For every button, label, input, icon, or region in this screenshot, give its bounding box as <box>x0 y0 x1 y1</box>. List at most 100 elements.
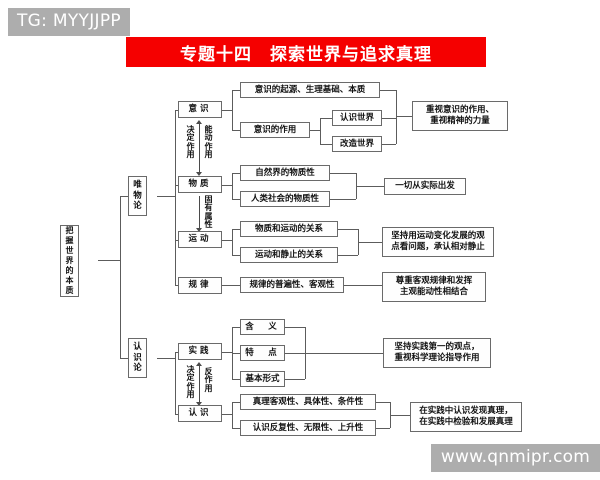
connector <box>157 196 175 197</box>
connector <box>338 255 358 256</box>
node-materialism[interactable]: 唯 物 论 <box>128 176 147 216</box>
connector <box>232 353 240 354</box>
node-epistemology[interactable]: 认 识 论 <box>128 338 147 378</box>
conclusion-motion[interactable]: 坚持用运动变化发展的观 点看问题，承认相对静止 <box>382 227 494 257</box>
connector <box>376 402 390 403</box>
relation-arrow-head <box>196 172 202 176</box>
connector <box>222 110 232 111</box>
connector <box>232 379 240 380</box>
relation-arrow-head <box>196 120 202 124</box>
connector <box>320 144 332 145</box>
connector <box>382 144 396 145</box>
connector <box>222 285 240 286</box>
relation-arrow-head <box>196 402 202 406</box>
node-practice-meaning[interactable]: 含 义 <box>240 319 285 335</box>
connector <box>338 229 358 230</box>
connector <box>382 118 396 119</box>
connector <box>285 327 305 328</box>
connector <box>232 199 240 200</box>
node-society-materiality[interactable]: 人类社会的物质性 <box>240 191 330 207</box>
connector <box>285 353 383 354</box>
conclusion-cognition[interactable]: 在实践中认识发现真理， 在实践中检验和发展真理 <box>410 402 522 432</box>
relation-arrow-head <box>196 228 202 232</box>
node-cognition[interactable]: 认识 <box>178 405 222 422</box>
conclusion-law[interactable]: 尊重客观规律和发挥 主观能动性相结合 <box>382 272 486 302</box>
root-char: 质 <box>65 286 74 295</box>
connector <box>222 352 232 353</box>
node-matter-motion-relation[interactable]: 物质和运动的关系 <box>240 221 338 237</box>
relation-label-reaction: 反 作 用 <box>204 367 213 393</box>
site-watermark: www.qnmipr.com <box>430 444 600 472</box>
connector <box>232 173 240 174</box>
connector <box>390 415 410 416</box>
relation-label-decisive-2: 决 定 作 用 <box>186 365 195 400</box>
page-title-banner: 专题十四 探索世界与追求真理 <box>126 37 486 67</box>
node-nature-materiality[interactable]: 自然界的物质性 <box>240 165 330 181</box>
connector <box>232 428 240 429</box>
connector <box>396 116 412 117</box>
relation-label-active: 能 动 作 用 <box>204 125 213 160</box>
node-cognition-repetition[interactable]: 认识反复性、无限性、上升性 <box>240 420 376 436</box>
node-consciousness-origin[interactable]: 意识的起源、生理基础、本质 <box>240 82 380 98</box>
connector <box>330 199 356 200</box>
connector <box>232 229 240 230</box>
root-char: 本 <box>65 276 74 285</box>
connector <box>232 90 240 91</box>
connector <box>380 90 396 91</box>
relation-arrow-line <box>199 122 200 174</box>
node-root[interactable]: 把 握 世 界 的 本 质 <box>60 225 79 297</box>
page-title: 专题十四 探索世界与追求真理 <box>180 44 432 65</box>
relation-label-inherent: 固 有 属 性 <box>204 195 213 230</box>
node-transform-world[interactable]: 改造世界 <box>332 136 382 152</box>
node-practice-forms[interactable]: 基本形式 <box>240 371 285 387</box>
connector <box>157 358 175 359</box>
connector <box>232 90 233 130</box>
connector <box>232 130 240 131</box>
node-consciousness-function[interactable]: 意识的作用 <box>240 122 310 138</box>
connector <box>232 402 233 428</box>
node-law-universality[interactable]: 规律的普遍性、客观性 <box>240 277 344 293</box>
root-char: 界 <box>65 256 74 265</box>
node-know-world[interactable]: 认识世界 <box>332 110 382 126</box>
connector <box>320 118 321 144</box>
connector <box>232 402 240 403</box>
connector <box>356 186 384 187</box>
connector <box>344 285 382 286</box>
connector <box>232 255 240 256</box>
connector <box>222 240 232 241</box>
node-law[interactable]: 规律 <box>178 277 222 294</box>
connector <box>222 185 232 186</box>
connector <box>376 428 390 429</box>
connector <box>232 327 240 328</box>
node-truth-objectivity[interactable]: 真理客观性、具体性、条件性 <box>240 394 376 410</box>
connector <box>285 379 305 380</box>
node-motion-rest-relation[interactable]: 运动和静止的关系 <box>240 247 338 263</box>
relation-label-decisive: 决 定 作 用 <box>186 125 195 160</box>
relation-arrow-head <box>196 362 202 366</box>
connector <box>320 118 332 119</box>
node-consciousness[interactable]: 意识 <box>178 101 222 118</box>
node-motion[interactable]: 运动 <box>178 231 222 248</box>
conclusion-matter[interactable]: 一切从实际出发 <box>384 178 466 195</box>
node-practice-features[interactable]: 特 点 <box>240 345 285 361</box>
root-char: 的 <box>65 266 74 275</box>
relation-arrow-line <box>199 196 200 230</box>
conclusion-practice[interactable]: 坚持实践第一的观点， 重视科学理论指导作用 <box>383 338 491 368</box>
root-char: 握 <box>65 236 74 245</box>
connector <box>358 242 382 243</box>
connector <box>310 130 320 131</box>
root-char: 世 <box>65 246 74 255</box>
connector <box>232 229 233 255</box>
conclusion-consciousness[interactable]: 重视意识的作用、 重视精神的力量 <box>412 101 508 131</box>
telegram-watermark: TG: MYYJJPP <box>8 8 130 36</box>
connector <box>232 173 233 199</box>
connector <box>175 110 176 285</box>
connector <box>120 196 121 358</box>
node-matter[interactable]: 物质 <box>178 176 222 193</box>
node-practice[interactable]: 实践 <box>178 343 222 360</box>
connector <box>98 260 120 261</box>
root-char: 把 <box>65 226 74 235</box>
connector <box>222 414 232 415</box>
connector <box>330 173 356 174</box>
